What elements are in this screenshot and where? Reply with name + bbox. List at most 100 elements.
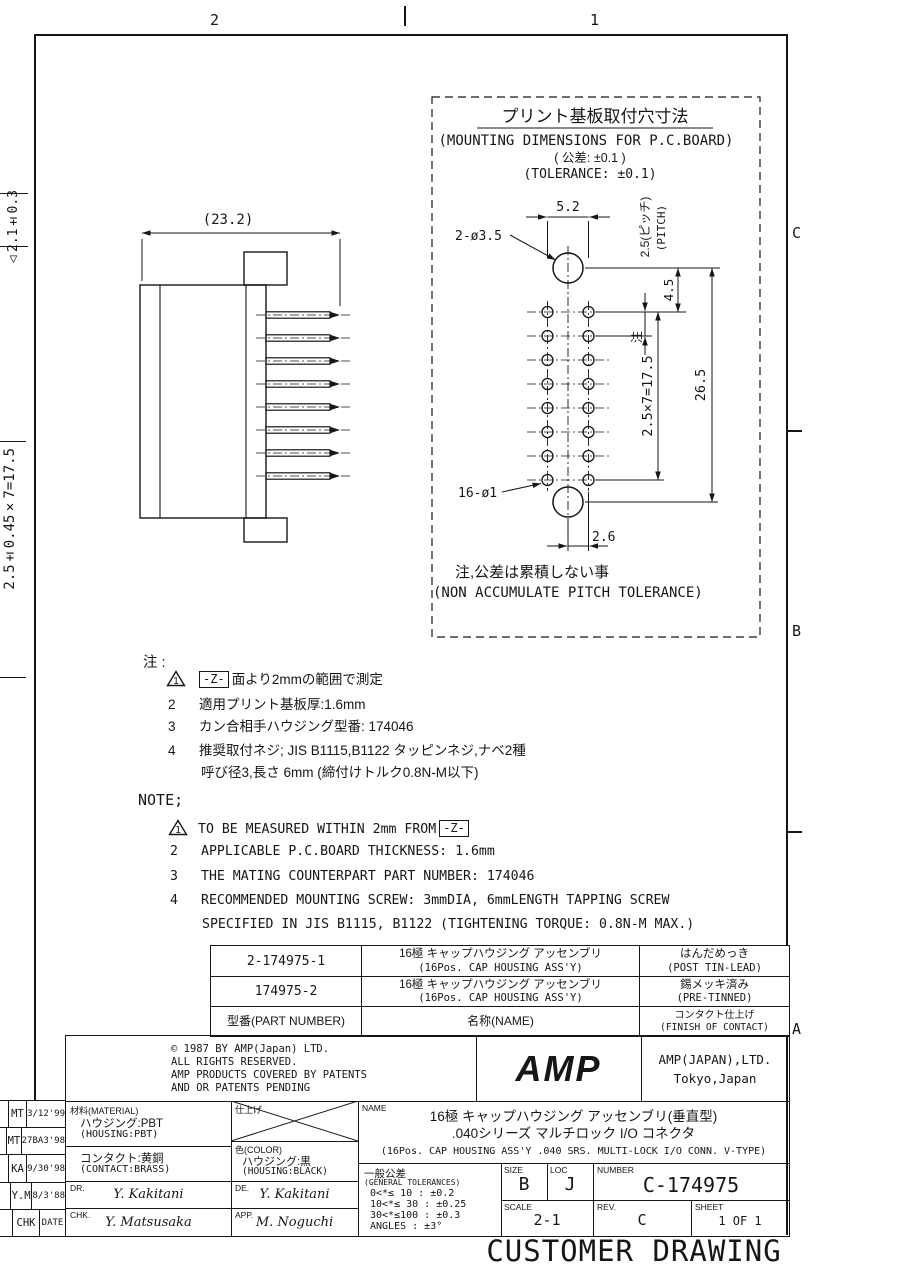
- amp-logo: AMP: [476, 1036, 641, 1101]
- copyright-line: © 1987 BY AMP(Japan) LTD.: [171, 1043, 330, 1055]
- copyright-line: AND OR PATENTS PENDING: [171, 1082, 311, 1094]
- revision-initials: Y.M: [11, 1182, 33, 1209]
- tb-line: [231, 1141, 358, 1143]
- revision-table: MT 3/12'99 MT 27BA3'98 KA 9/30'98 Y.M 8/…: [0, 1100, 66, 1237]
- note-jp-3: 3 カン合相手ハウジング型番: 174046: [168, 715, 414, 735]
- header-label: 名称(NAME): [467, 1013, 534, 1028]
- dr-label: DR.: [70, 1183, 85, 1193]
- company-line-1: AMP(JAPAN),LTD.: [658, 1051, 772, 1067]
- finish-en: (PRE-TINNED): [676, 992, 753, 1005]
- note-en-1: 1 TO BE MEASURED WITHIN 2mm FROM-Z-: [168, 819, 472, 837]
- note-number: 3: [168, 719, 176, 734]
- tolerance-line-2: 10<*≤ 30 : ±0.25: [370, 1199, 467, 1210]
- frame-zone-tick-right-2: [788, 831, 802, 833]
- note-jp-1: 1 -Z-面より2mmの範囲で測定: [166, 668, 383, 688]
- sheet-label: SHEET: [695, 1202, 724, 1212]
- tb-line: [66, 1208, 231, 1210]
- tb-line: [501, 1163, 503, 1236]
- note-en-2-text: APPLICABLE P.C.BOARD THICKNESS: 1.6mm: [201, 844, 495, 859]
- datum-symbol: -Z-: [199, 671, 229, 688]
- material-housing: ハウジング:PBT: [80, 1118, 164, 1130]
- pcb-view-titles: プリント基板取付穴寸法 (MOUNTING DIMENSIONS FOR P.C…: [438, 107, 733, 182]
- tb-line: [66, 1101, 789, 1103]
- rev-value: C: [637, 1211, 647, 1229]
- table-header-name: 名称(NAME): [361, 1006, 639, 1036]
- note-jp-3-text: カン合相手ハウジング型番: 174046: [199, 719, 414, 734]
- copyright-line: AMP PRODUCTS COVERED BY PATENTS: [171, 1069, 367, 1081]
- sheet-value: 1 OF 1: [718, 1214, 762, 1228]
- header-label: 型番(PART NUMBER): [226, 1013, 345, 1028]
- note-en-4b: SPECIFIED IN JIS B1115, B1122 (TIGHTENIN…: [202, 917, 694, 932]
- note-en-3: 3 THE MATING COUNTERPART PART NUMBER: 174…: [170, 869, 534, 884]
- tb-line: [66, 1181, 231, 1183]
- pcb-tolerance-en: (TOLERANCE: ±0.1): [523, 167, 656, 182]
- note-number: 2: [168, 697, 176, 712]
- note-en-3-text: THE MATING COUNTERPART PART NUMBER: 1740…: [201, 869, 535, 884]
- tb-line: [691, 1200, 693, 1236]
- scale-value: 2-1: [533, 1211, 561, 1229]
- pcb-centerlines: [547, 246, 589, 532]
- note-number: 4: [168, 743, 176, 758]
- pcb-title-en: (MOUNTING DIMENSIONS FOR P.C.BOARD): [438, 133, 733, 149]
- revision-mark-cell: [0, 1101, 9, 1128]
- frame-zone-tick-top: [404, 6, 406, 26]
- pcb-view-dashed-border: [431, 96, 761, 638]
- finish-cell: 錫メッキ済み (PRE-TINNED): [639, 976, 789, 1006]
- color-label: 色(COLOR): [235, 1145, 282, 1155]
- revision-date: 27BA3'98: [21, 1136, 65, 1147]
- note-number: 4: [170, 893, 178, 908]
- left-edge-dim-top: △2.1±0.3: [6, 190, 21, 267]
- pcb-mounting-drawing: プリント基板取付穴寸法 (MOUNTING DIMENSIONS FOR P.C…: [431, 96, 761, 638]
- tb-line: [358, 1163, 789, 1165]
- left-edge-ext-line: [0, 677, 26, 679]
- general-tolerance-label-en: (GENERAL TOLERANCES): [364, 1178, 461, 1187]
- revision-header-row: CHK DATE: [0, 1208, 65, 1237]
- part-name-jp: 16極 キャップハウジング アッセンブリ: [399, 948, 602, 961]
- note-number: 3: [170, 869, 178, 884]
- material-label: 材料(MATERIAL): [70, 1106, 139, 1116]
- left-edge-ext-line: [0, 441, 26, 443]
- finish-label: 仕上げ: [235, 1105, 263, 1115]
- material-housing-en: (HOUSING:PBT): [80, 1129, 159, 1140]
- revision-date: 9/30'98: [27, 1163, 65, 1174]
- notes-jp-header: 注 :: [143, 655, 166, 671]
- pcb-title-jp: プリント基板取付穴寸法: [502, 107, 689, 126]
- revision-row: MT 27BA3'98: [0, 1127, 65, 1155]
- note-en-1-text: TO BE MEASURED WITHIN 2mm FROM: [198, 822, 437, 837]
- dim-4-5: 4.5: [661, 279, 676, 302]
- frame-left-border: [34, 34, 36, 1100]
- part-name-line-3: (16Pos. CAP HOUSING ASS'Y .040 SRS. MULT…: [380, 1145, 767, 1157]
- pcb-big-holes: [552, 252, 584, 518]
- tolerance-line-1: 0<*≤ 10 : ±0.2: [370, 1188, 455, 1199]
- side-view-housing-body: [139, 251, 288, 543]
- material-contact-en: (CONTACT:BRASS): [80, 1164, 171, 1175]
- revision-initials: MT: [7, 1128, 22, 1155]
- zone-label-a: A: [792, 1020, 802, 1038]
- dim-5-2: 5.2: [556, 200, 579, 215]
- frame-zone-tick-right-1: [788, 430, 802, 432]
- part-name-line-2: .040シリーズ マルチロック I/O コネクタ: [451, 1125, 696, 1141]
- tolerance-line-3: 30<*≤100 : ±0.3: [370, 1210, 461, 1221]
- scale-label: SCALE: [504, 1202, 532, 1212]
- chk-label: CHK.: [70, 1210, 91, 1220]
- part-name-en: (16Pos. CAP HOUSING ASS'Y): [418, 961, 583, 974]
- loc-value: J: [564, 1174, 576, 1195]
- name-label: NAME: [362, 1103, 387, 1113]
- part-number-table: 2-174975-1 16極 キャップハウジング アッセンブリ (16Pos. …: [210, 945, 790, 1037]
- revision-mark-cell: [0, 1155, 9, 1182]
- dim-pitch-en: (PITCH): [655, 205, 668, 251]
- svg-text:1: 1: [173, 676, 179, 687]
- tb-line: [66, 1146, 231, 1148]
- title-block: © 1987 BY AMP(Japan) LTD. ALL RIGHTS RES…: [65, 1035, 790, 1237]
- pcb-dimension-texts: 5.2 2-ø3.5 2.5(ピッチ) (PITCH) 4.5 注 2.5×7=…: [433, 197, 709, 601]
- dr-signature: Y. Kakitani: [113, 1187, 184, 1202]
- drawing-number: C-174975: [642, 1172, 740, 1197]
- customer-drawing-title: CUSTOMER DRAWING: [486, 1234, 782, 1268]
- left-edge-ext-line: [0, 193, 28, 195]
- note-number: 2: [170, 844, 178, 859]
- size-value: B: [518, 1174, 530, 1195]
- revision-chk-header: CHK: [13, 1209, 40, 1237]
